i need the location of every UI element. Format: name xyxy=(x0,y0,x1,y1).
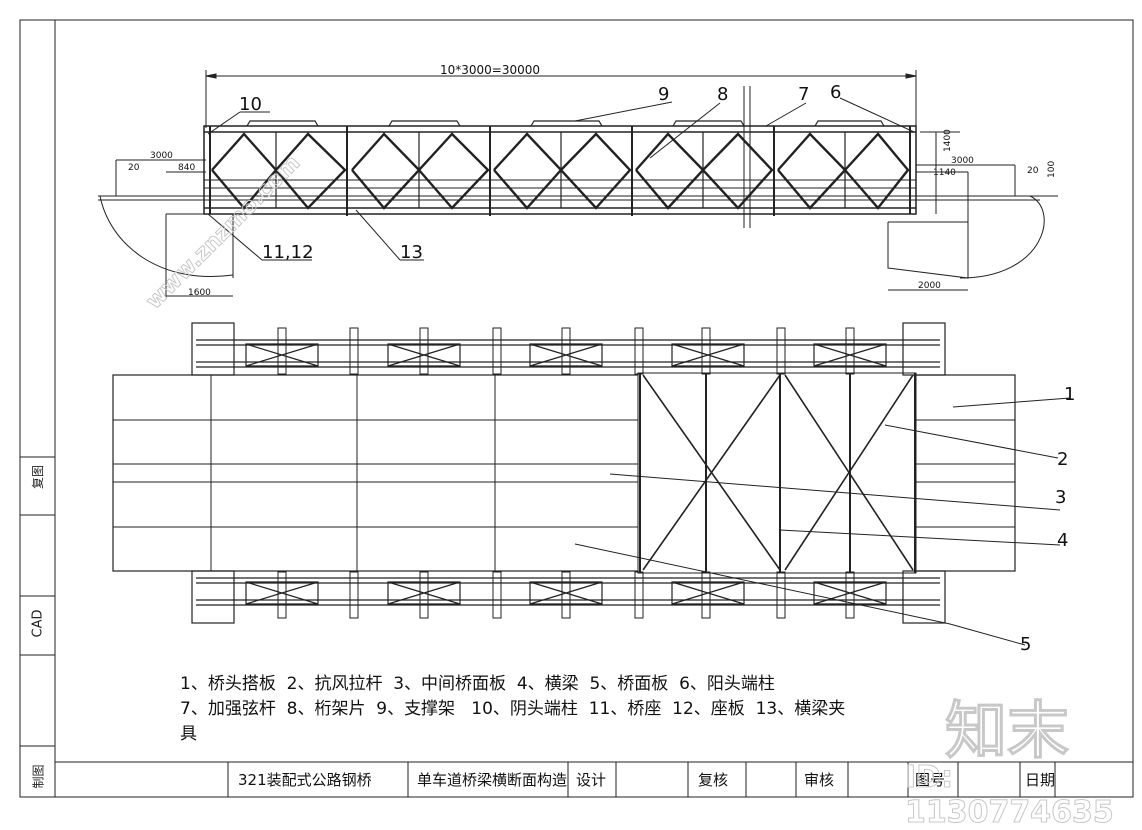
outer-frame xyxy=(19,19,1134,798)
callout-3: 3 xyxy=(1055,487,1066,508)
title-block-drawing-no: 图号 xyxy=(915,771,946,789)
overall-dimension-label: 10*3000=30000 xyxy=(440,63,540,77)
dim-right-height: 1400 xyxy=(943,129,953,152)
legend-line-3: 具 xyxy=(180,724,197,744)
callout-7: 7 xyxy=(798,84,809,105)
callout-9: 9 xyxy=(658,84,669,105)
callout-8: 8 xyxy=(717,84,728,105)
legend-notes: 1、桥头搭板 2、抗风拉杆 3、中间桥面板 4、横梁 5、桥面板 6、阳头端柱 7… xyxy=(180,672,845,747)
title-block-approve: 审核 xyxy=(804,771,835,789)
callout-4: 4 xyxy=(1057,530,1068,551)
title-block-drawing-name: 单车道桥梁横断面构造 xyxy=(417,771,568,789)
callout-5: 5 xyxy=(1020,634,1031,655)
title-block-project: 321装配式公路钢桥 xyxy=(238,771,372,789)
side-cad-label: CAD xyxy=(22,610,54,638)
side-drawing-text: 制图 xyxy=(31,764,46,789)
title-block-date: 日期 xyxy=(1025,771,1056,789)
side-review-label: 复图 xyxy=(22,465,54,489)
callout-11-12: 11,12 xyxy=(262,242,314,263)
side-cad-text: CAD xyxy=(30,609,46,638)
callout-1: 1 xyxy=(1064,384,1075,405)
dim-right-approach: 3000 xyxy=(951,156,974,166)
dim-right-gap: 20 xyxy=(1027,166,1039,176)
title-block-check: 复核 xyxy=(698,771,729,789)
legend-line-1: 1、桥头搭板 2、抗风拉杆 3、中间桥面板 4、横梁 5、桥面板 6、阳头端柱 xyxy=(180,674,775,694)
legend-line-2: 7、加强弦杆 8、桁架片 9、支撑架 10、阴头端柱 11、桥座 12、座板 1… xyxy=(180,699,846,719)
title-block-design: 设计 xyxy=(576,771,607,789)
side-drawing-label: 制图 xyxy=(22,764,54,788)
dim-left-approach: 3000 xyxy=(150,151,173,161)
callout-10: 10 xyxy=(239,94,262,115)
dim-left-offset: 840 xyxy=(178,163,195,173)
dim-right-depth: 100 xyxy=(1047,161,1057,178)
dim-right-abutment: 2000 xyxy=(918,281,941,291)
side-review-text: 复图 xyxy=(30,464,45,490)
callout-6: 6 xyxy=(830,82,841,103)
dim-right-offset: 1140 xyxy=(933,168,956,178)
dim-left-abutment: 1600 xyxy=(188,288,211,298)
plan-view xyxy=(112,322,1071,646)
callout-13: 13 xyxy=(400,242,423,263)
elevation-view xyxy=(98,70,1058,298)
dim-left-gap: 20 xyxy=(128,163,140,173)
callout-2: 2 xyxy=(1057,449,1068,470)
